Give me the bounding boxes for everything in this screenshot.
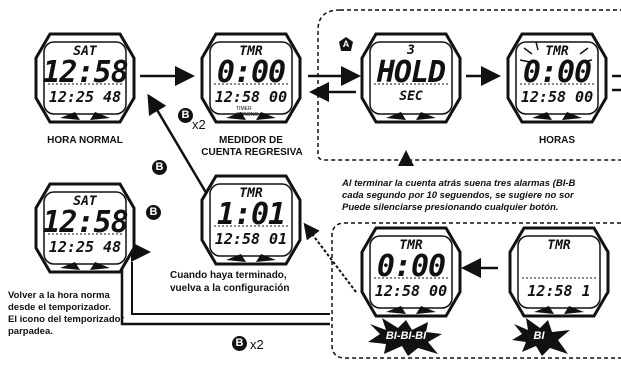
arrow-finished-to-countdown (147, 93, 210, 197)
button-b-icon: B (146, 205, 161, 220)
label-volver-line3: El icono del temporizador (8, 314, 125, 325)
label-x2: x2 (250, 337, 264, 352)
label-cuando-line1: Cuando haya terminado, (170, 270, 287, 281)
watch-number-text: 3 (407, 43, 415, 58)
note-line2: cada segundo por 10 seguendos, se sugier… (342, 190, 574, 201)
watch-timer-icon-text: TIMER (236, 106, 252, 112)
watch-time-text: 12:58 (42, 205, 128, 240)
button-b-icon: B (152, 160, 167, 175)
label-medidor-line1: MEDIDOR DE (219, 135, 283, 146)
watch-time-text: 12:58 (42, 55, 128, 90)
watch-finished: TMR 1:01 12:58 01 (196, 170, 306, 268)
beep-text: BI (533, 330, 545, 342)
watch-sub-text: 12:58 00 (520, 88, 594, 106)
watch-alarm-1: TMR 0:00 12:58 00 (356, 222, 466, 320)
return-path-outer (120, 242, 330, 326)
watch-mode-text: TMR (547, 238, 571, 253)
watch-case-icon (200, 32, 302, 124)
watch-case-icon (200, 174, 302, 266)
watch-sub-text: 12:58 00 (374, 282, 448, 300)
label-volver-line2: desde el temporizador. (8, 302, 111, 313)
watch-time-text: 0:00 (522, 55, 592, 90)
return-path-inner (131, 262, 330, 315)
watch-day-text: SAT (73, 194, 97, 209)
watch-chrono-icon-text: CHRONO (236, 112, 259, 118)
watch-time-text: 1:01 (216, 197, 286, 232)
label-horas: HORAS (538, 135, 576, 146)
watch-alarm-2: TMR 12:58 1 (504, 222, 614, 320)
label-cuando-line2: vuelva a la configuración (170, 283, 290, 294)
label-x2: x2 (192, 117, 206, 132)
watch-time-text: 0:00 (376, 249, 446, 284)
watch-sec-text: SEC (399, 89, 423, 104)
watch-sub-text: 12:58 1 (527, 282, 591, 300)
watch-case-icon (34, 32, 136, 124)
watch-mode-text: TMR (239, 186, 263, 201)
watch-hold: 3 HOLD SEC (356, 28, 466, 126)
watch-hours: TMR 0:00 12:58 00 (502, 28, 612, 126)
button-b-icon: B (178, 108, 193, 123)
watch-return: SAT 12:58 12:25 48 (30, 178, 140, 276)
watch-sub-text: 12:58 00 (214, 88, 288, 106)
arrow-alarm1-to-finished (303, 222, 357, 293)
watch-mode-text: TMR (545, 44, 569, 59)
watch-sub-text: 12:25 48 (48, 88, 122, 106)
watch-hora-normal: SAT 12:58 12:25 48 (30, 28, 140, 126)
dashed-region-top (317, 9, 621, 161)
watch-mode-text: TMR (239, 44, 263, 59)
label-volver-line4: parpadea. (8, 326, 53, 337)
watch-day-text: SAT (73, 44, 97, 59)
label-medidor-line2: CUENTA REGRESIVA (201, 147, 303, 158)
watch-countdown: TMR 0:00 12:58 00 TIMER CHRONO (196, 28, 306, 126)
watch-mode-text: TMR (399, 238, 423, 253)
watch-sub-text: 12:58 01 (214, 230, 288, 248)
watch-case-icon (34, 182, 136, 274)
watch-sub-text: 12:25 48 (48, 238, 122, 256)
beep-burst-icon (512, 318, 570, 356)
beep-text: BI-BI-BI (385, 330, 427, 342)
watch-case-icon (508, 226, 610, 318)
note-line3: Puede silenciarse presionando cualquier … (342, 202, 559, 213)
watch-time-text: 0:00 (216, 55, 286, 90)
beep-burst-icon (368, 318, 442, 356)
label-volver-line1: Volver a la hora norma (8, 290, 110, 301)
label-hora-normal: HORA NORMAL (47, 135, 123, 146)
button-b-icon: B (232, 336, 247, 351)
watch-case-icon (360, 32, 462, 124)
watch-hold-text: HOLD (376, 55, 446, 90)
button-a-icon: A (339, 37, 353, 51)
dashed-region-bottom (331, 222, 621, 359)
watch-case-icon (360, 226, 462, 318)
note-line1: Al terminar la cuenta atrás suena tres a… (342, 178, 576, 189)
watch-case-icon (506, 32, 608, 124)
